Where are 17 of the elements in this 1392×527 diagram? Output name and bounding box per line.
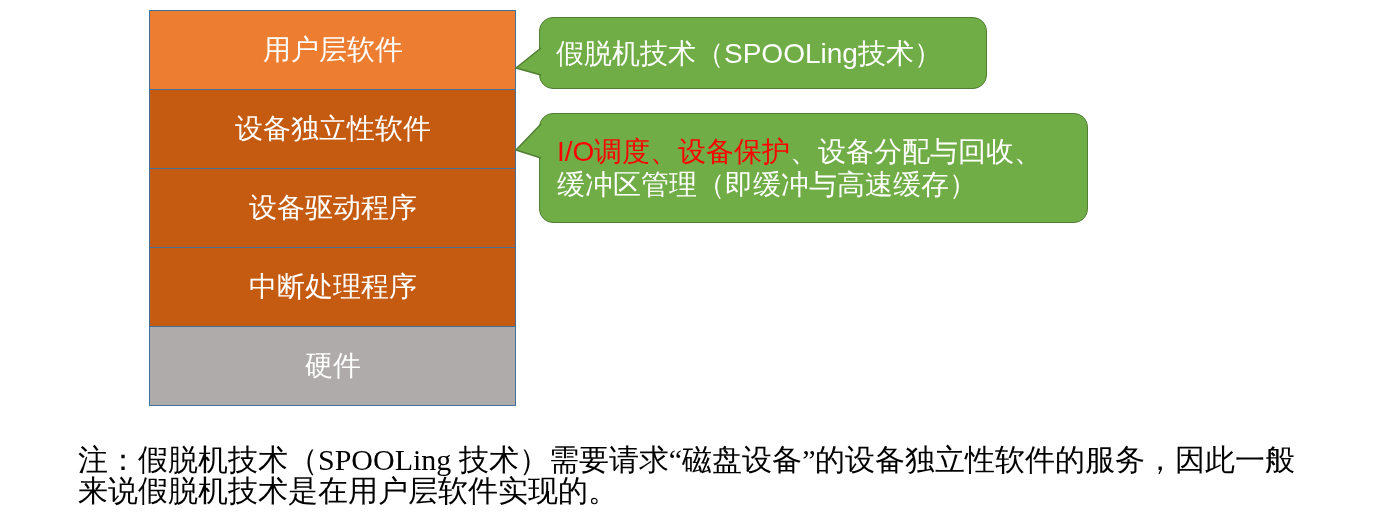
note-text: 注：假脱机技术（SPOOLing 技术）需要请求“磁盘设备”的设备独立性软件的服务，因此一般来说假脱机技术是在用户层软件实现的。 [78,444,1297,506]
callout-tail [515,123,542,159]
layer-box [149,89,516,169]
callout-tail [515,47,542,76]
layer-label: 硬件 [304,349,361,383]
layer-label: 设备驱动程序 [248,191,417,225]
layer-box [149,10,516,90]
callout-text: I/O调度、设备保护、设备分配与回收、缓冲区管理（即缓冲与高速缓存） [557,135,1044,201]
callout-bubble [539,17,987,89]
layer-box [149,168,516,248]
layer-box [149,247,516,327]
layer-box [149,326,516,406]
callout-bubble [539,113,1088,223]
layer-label: 中断处理程序 [248,270,417,304]
callout-text: 假脱机技术（SPOOLing技术） [556,36,942,70]
layer-label: 设备独立性软件 [234,112,431,146]
layer-label: 用户层软件 [262,33,403,67]
